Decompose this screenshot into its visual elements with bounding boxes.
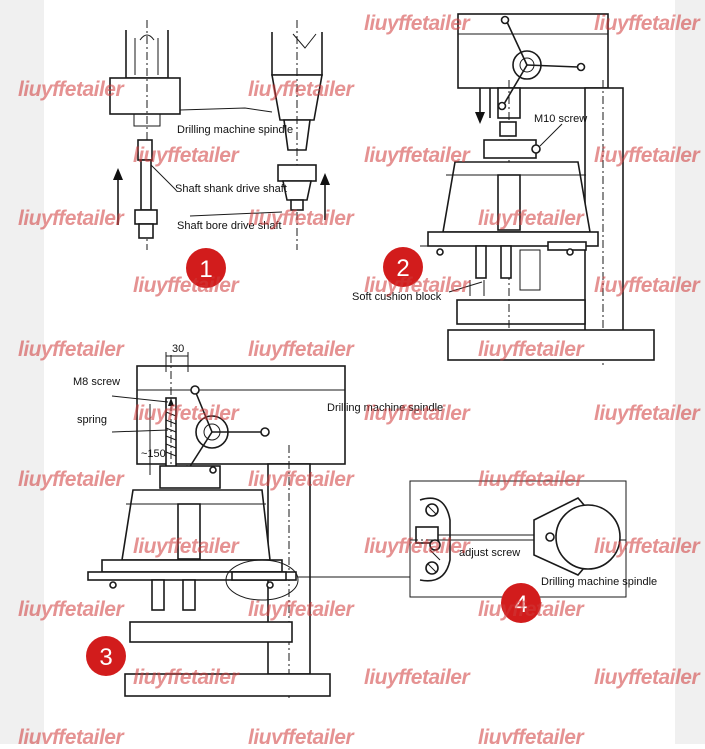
watermark-text: liuyffetailer <box>478 468 585 491</box>
watermark-text: liuyffetailer <box>18 78 125 101</box>
watermark-text: liuyffetailer <box>478 726 585 744</box>
step-number-2: 2 <box>396 255 409 282</box>
label-drilling-machine-spindle-1: Drilling machine spindle <box>177 124 293 136</box>
watermark-text: liuyffetailer <box>133 402 240 425</box>
watermark-text: liuyffetailer <box>594 274 701 297</box>
step-number-3: 3 <box>99 644 112 671</box>
watermark-text: liuyffetailer <box>248 338 355 361</box>
watermark-text: liuyffetailer <box>248 207 355 230</box>
watermark-text: liuyffetailer <box>364 666 471 689</box>
watermark-text: liuyffetailer <box>248 598 355 621</box>
watermark-text: liuyffetailer <box>364 402 471 425</box>
step-badge-1 <box>186 248 226 288</box>
step-badge-4 <box>501 583 541 623</box>
watermark-text: liuyffetailer <box>364 274 471 297</box>
watermark-text: liuyffetailer <box>594 144 701 167</box>
watermark-text: liuyffetailer <box>364 12 471 35</box>
label-shaft-shank-drive-shaft: Shaft shank drive shaft <box>175 183 287 195</box>
watermark-text: liuyffetailer <box>478 207 585 230</box>
watermark-text: liuyffetailer <box>18 207 125 230</box>
label-dim-150: ~150 <box>141 448 166 460</box>
label-adjust-screw: adjust screw <box>459 547 520 559</box>
watermark-text: liuyffetailer <box>364 535 471 558</box>
label-soft-cushion-block: Soft cushion block <box>352 291 442 303</box>
label-drilling-machine-spindle-3: Drilling machine spindle <box>327 402 443 414</box>
watermark-text: liuyffetailer <box>248 78 355 101</box>
watermark-text: liuyffetailer <box>133 666 240 689</box>
watermark-text: liuyffetailer <box>18 598 125 621</box>
step-badge-3 <box>86 636 126 676</box>
watermark-text: liuyffetailer <box>18 468 125 491</box>
watermark-layer: liuyffetailer liuyffetailer liuyffetaile… <box>18 12 702 749</box>
label-m8-screw: M8 screw <box>73 376 120 388</box>
panel-2-drill-press: M10 screw Soft cushion block 2 <box>352 13 655 365</box>
step-number-4: 4 <box>514 591 527 618</box>
watermark-text: liuyffetailer <box>248 726 355 744</box>
watermark-text: liuyffetailer <box>594 535 701 558</box>
watermark-text: liuyffetailer <box>594 402 701 425</box>
label-drilling-machine-spindle-4: Drilling machine spindle <box>541 576 657 588</box>
panel-4-detail: adjust screw Drilling machine spindle 4 <box>409 480 657 623</box>
label-m10-screw: M10 screw <box>534 113 587 125</box>
step-number-1: 1 <box>199 256 212 283</box>
watermark-text: liuyffetailer <box>594 666 701 689</box>
panel-1-shank-drive: Drilling machine spindle Shaft shank dri… <box>109 20 330 288</box>
watermark-text: liuyffetailer <box>18 726 125 744</box>
watermark-text: liuyffetailer <box>478 338 585 361</box>
watermark-text: liuyffetailer <box>18 338 125 361</box>
step-badge-2 <box>383 247 423 287</box>
watermark-text: liuyffetailer <box>478 598 585 621</box>
watermark-text: liuyffetailer <box>133 535 240 558</box>
label-dim-30: 30 <box>172 343 184 355</box>
watermark-text: liuyffetailer <box>133 274 240 297</box>
label-spring: spring <box>77 414 107 426</box>
watermark-text: liuyffetailer <box>594 12 701 35</box>
panel-3-drill-press: 30 ~150 M8 screw spring Drilling machine… <box>73 343 443 700</box>
watermark-text: liuyffetailer <box>133 144 240 167</box>
label-shaft-bore-drive-shaft: Shaft bore drive shaft <box>177 220 282 232</box>
watermark-text: liuyffetailer <box>248 468 355 491</box>
watermark-text: liuyffetailer <box>364 144 471 167</box>
